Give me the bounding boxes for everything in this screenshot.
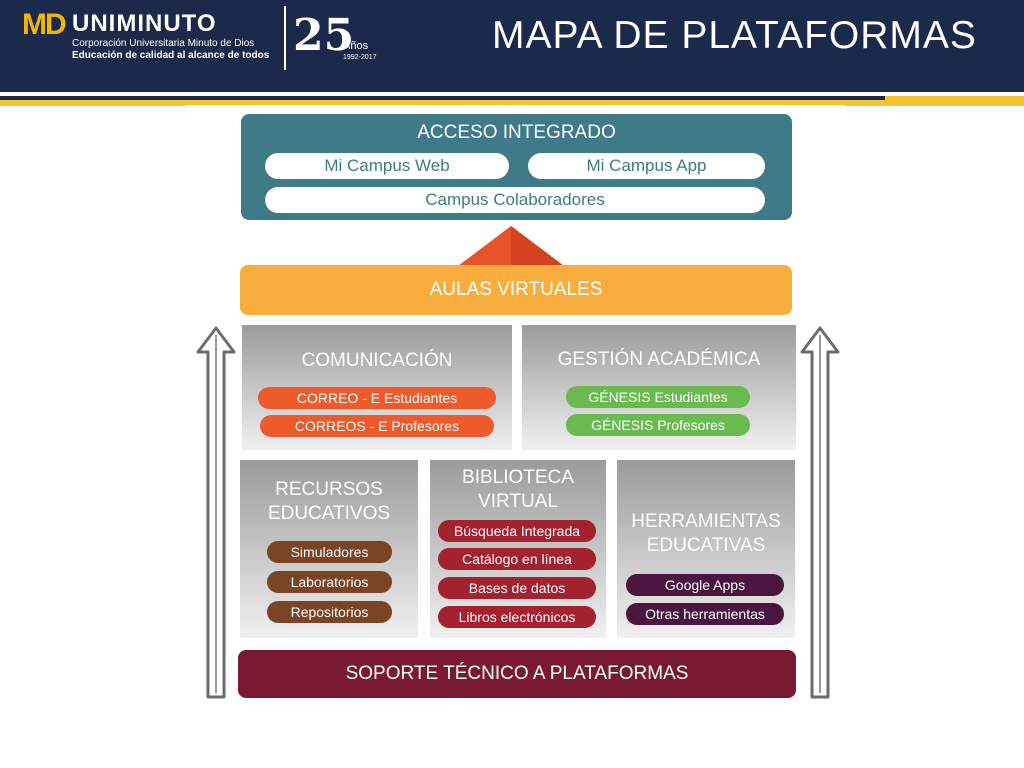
catalogo-en-linea-link[interactable]: Catálogo en línea: [438, 548, 596, 570]
recursos-educativos-box: RECURSOS EDUCATIVOS Simuladores Laborato…: [240, 460, 418, 638]
herramientas-educativas-box: HERRAMIENTAS EDUCATIVAS Google Apps Otra…: [617, 460, 795, 638]
biblioteca-virtual-box: BIBLIOTECA VIRTUAL Búsqueda Integrada Ca…: [430, 460, 606, 638]
bases-de-datos-link[interactable]: Bases de datos: [438, 577, 596, 599]
anniversary-years: 1992-2017: [343, 54, 377, 61]
header-bar: MD UNIMINUTO Corporación Universitaria M…: [0, 0, 1024, 92]
anniversary-logo: 25 Años 1992-2017: [293, 10, 383, 72]
genesis-estudiantes-link[interactable]: GÉNESIS Estudiantes: [566, 386, 750, 408]
header-divider: [284, 6, 286, 70]
page-title: MAPA DE PLATAFORMAS: [492, 14, 977, 57]
libros-electronicos-link[interactable]: Libros electrónicos: [438, 606, 596, 628]
recursos-title-line2: EDUCATIVOS: [267, 503, 391, 524]
acceso-integrado-box: ACCESO INTEGRADO Mi Campus Web Mi Campus…: [241, 114, 792, 220]
up-arrow-icon: [196, 326, 236, 699]
correos-profesores-link[interactable]: CORREOS - E Profesores: [260, 415, 494, 437]
header-stripe-navy: [0, 96, 885, 100]
herramientas-title-line2: EDUCATIVAS: [646, 535, 766, 556]
aulas-virtuales-bar[interactable]: AULAS VIRTUALES: [240, 265, 792, 315]
logo-md-mark: MD: [22, 8, 67, 41]
correo-estudiantes-link[interactable]: CORREO - E Estudiantes: [258, 387, 496, 409]
otras-herramientas-link[interactable]: Otras herramientas: [626, 603, 784, 625]
biblioteca-title-line2: VIRTUAL: [478, 491, 558, 512]
campus-colaboradores-link[interactable]: Campus Colaboradores: [265, 187, 765, 213]
uniminuto-logo: MD UNIMINUTO Corporación Universitaria M…: [22, 6, 282, 76]
header-stripe-yellow: [0, 96, 1024, 106]
google-apps-link[interactable]: Google Apps: [626, 574, 784, 596]
logo-name: UNIMINUTO: [72, 10, 217, 37]
mi-campus-web-link[interactable]: Mi Campus Web: [265, 153, 509, 179]
header-stripe-white: [0, 92, 1024, 96]
biblioteca-title-line1: BIBLIOTECA: [462, 467, 574, 488]
triangle-icon: [458, 226, 564, 266]
anniversary-number: 25: [293, 10, 355, 61]
genesis-profesores-link[interactable]: GÉNESIS Profesores: [566, 414, 750, 436]
busqueda-integrada-link[interactable]: Búsqueda Integrada: [438, 520, 596, 542]
comunicacion-title: COMUNICACIÓN: [301, 350, 453, 371]
anniversary-word: Años: [343, 40, 369, 52]
gestion-academica-box: GESTIÓN ACADÉMICA GÉNESIS Estudiantes GÉ…: [522, 325, 796, 450]
repositorios-link[interactable]: Repositorios: [267, 601, 392, 623]
mi-campus-app-link[interactable]: Mi Campus App: [528, 153, 765, 179]
logo-tagline: Educación de calidad al alcance de todos: [72, 50, 270, 61]
recursos-title-line1: RECURSOS: [275, 479, 383, 500]
logo-subtitle: Corporación Universitaria Minuto de Dios: [72, 38, 255, 49]
acceso-integrado-title: ACCESO INTEGRADO: [417, 122, 616, 143]
gestion-academica-title: GESTIÓN ACADÉMICA: [557, 349, 761, 370]
laboratorios-link[interactable]: Laboratorios: [267, 571, 392, 593]
simuladores-link[interactable]: Simuladores: [267, 541, 392, 563]
comunicacion-box: COMUNICACIÓN CORREO - E Estudiantes CORR…: [242, 325, 512, 450]
soporte-tecnico-bar[interactable]: SOPORTE TÉCNICO A PLATAFORMAS: [238, 650, 796, 698]
herramientas-title-line1: HERRAMIENTAS: [631, 511, 781, 532]
up-arrow-icon: [800, 326, 840, 699]
